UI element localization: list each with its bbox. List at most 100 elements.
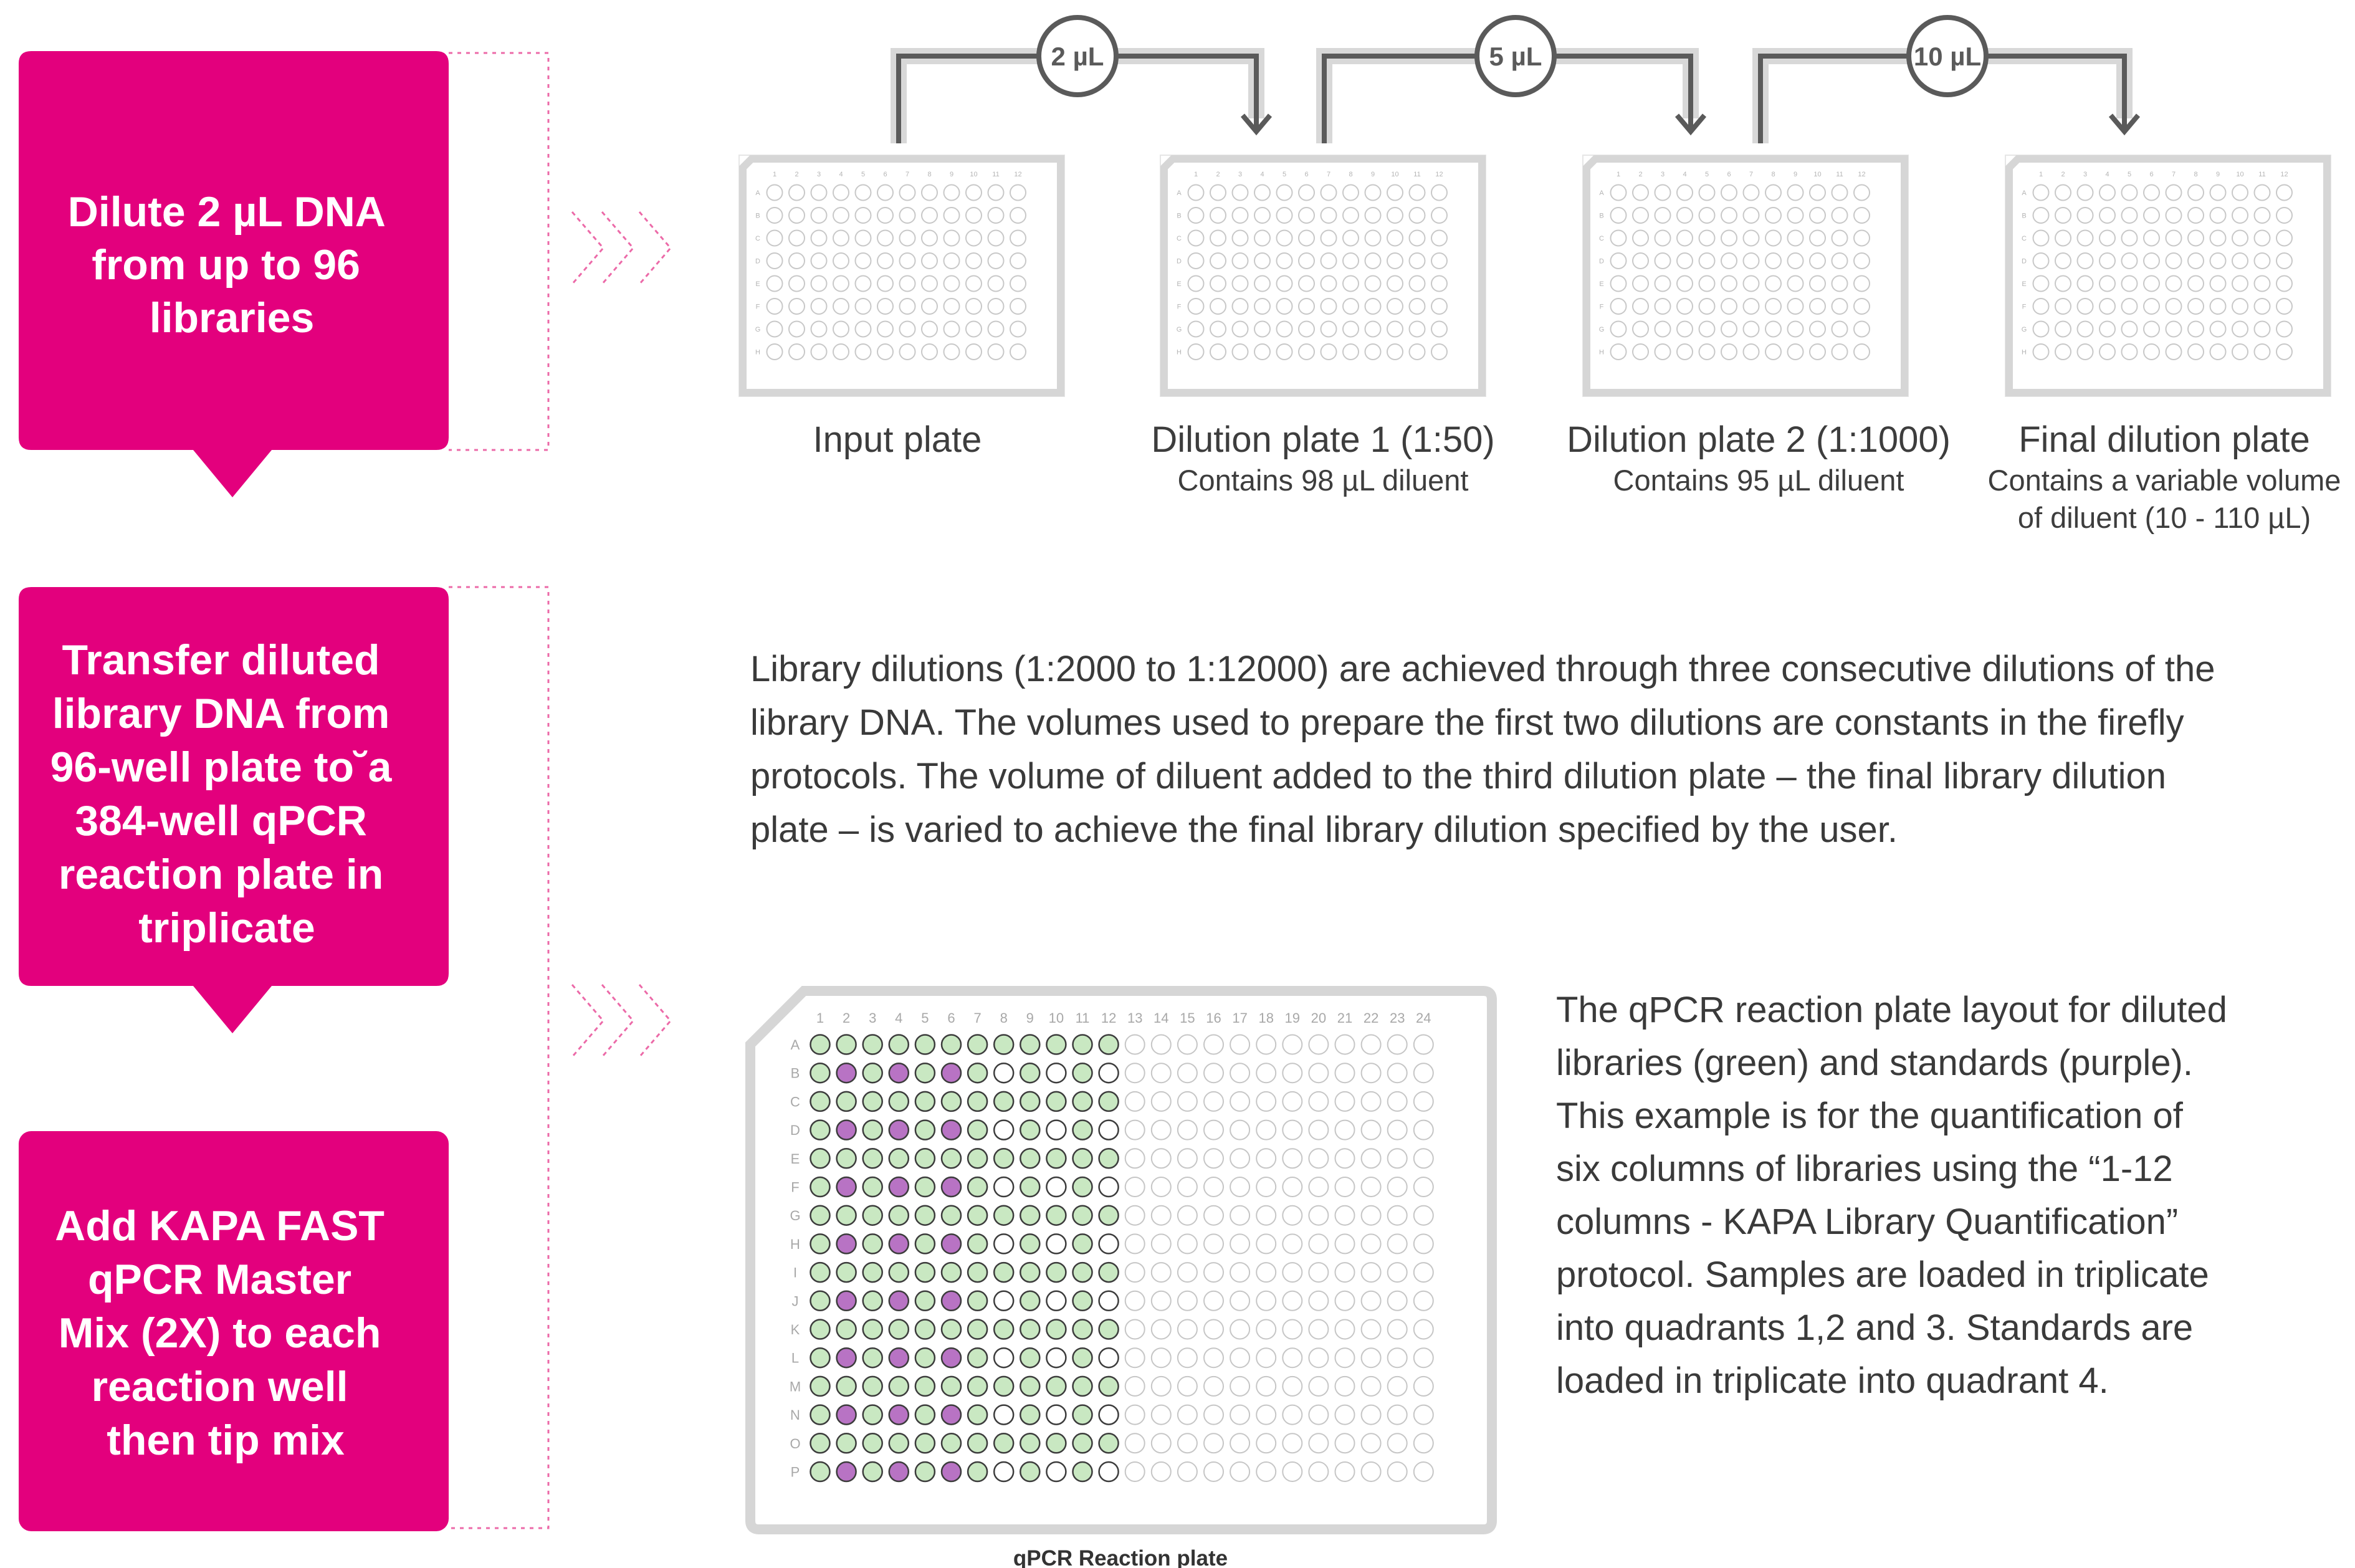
qpcr-well-empty <box>1282 1347 1303 1369</box>
qpcr-row-label: G <box>790 1208 800 1223</box>
plate-well <box>1342 343 1359 360</box>
qpcr-well-library <box>836 1319 857 1340</box>
plate-well <box>1765 320 1782 338</box>
qpcr-well-library <box>940 1261 962 1283</box>
plate-column-label: 3 <box>1661 171 1665 178</box>
qpcr-well-empty <box>1282 1319 1303 1340</box>
plate-well <box>965 320 982 338</box>
plate-well <box>1387 252 1403 269</box>
qpcr-well-empty <box>1308 1375 1329 1397</box>
qpcr-column-label: 14 <box>1154 1010 1168 1026</box>
plate-well <box>2055 343 2071 360</box>
qpcr-well-library <box>1072 1148 1093 1169</box>
plate-column-label: 10 <box>2236 171 2243 178</box>
plate-row-label: C <box>1177 235 1182 242</box>
qpcr-well-library <box>993 1148 1015 1169</box>
qpcr-well-standard <box>888 1461 910 1483</box>
plate-well <box>1676 343 1693 360</box>
plate-well <box>1387 320 1403 338</box>
qpcr-well-standard <box>836 1290 857 1312</box>
plate-well <box>1210 298 1226 315</box>
plate-column-label: 2 <box>795 171 798 178</box>
plate-column-label: 11 <box>1413 171 1420 178</box>
plate-well <box>2076 343 2094 360</box>
qpcr-well-library <box>1098 1375 1119 1397</box>
transfer-arrow-3: 10 µL <box>1752 15 2141 143</box>
plate-well <box>788 252 805 269</box>
qpcr-well-empty <box>1387 1262 1408 1283</box>
qpcr-well-library <box>967 1034 988 1055</box>
plate-well <box>987 320 1005 338</box>
plate-sub-dilution-2: Contains 95 µL diluent <box>1613 464 1904 497</box>
qpcr-well-empty <box>1256 1433 1277 1454</box>
plate-column-label: 3 <box>817 171 821 178</box>
qpcr-well-empty <box>1387 1063 1408 1084</box>
qpcr-well-library <box>967 1433 988 1454</box>
qpcr-well-library <box>940 1148 962 1169</box>
qpcr-well-empty <box>1256 1347 1277 1369</box>
plate-well <box>1721 275 1737 292</box>
plate-column-label: 10 <box>970 171 977 178</box>
plate-row-label: E <box>1177 280 1181 288</box>
plate-well <box>1342 229 1359 247</box>
qpcr-well-empty <box>1413 1063 1434 1084</box>
plate-well <box>2253 252 2271 269</box>
qpcr-well-empty <box>1177 1319 1198 1340</box>
plate-well <box>854 343 872 360</box>
plate-well <box>1364 184 1382 201</box>
qpcr-row-label: L <box>791 1350 799 1366</box>
plate-well <box>1721 298 1737 315</box>
qpcr-well-library <box>810 1261 831 1283</box>
plate-well <box>1431 320 1448 338</box>
plate-well <box>943 229 960 247</box>
plate-well <box>1765 252 1782 269</box>
plate-well <box>2099 320 2116 338</box>
plate-well <box>1210 343 1226 360</box>
plate-well <box>1254 229 1271 247</box>
qpcr-row-label: O <box>790 1436 800 1451</box>
plate-row-label: A <box>1177 189 1182 197</box>
qpcr-well-empty <box>1256 1375 1277 1397</box>
plate-well <box>1809 252 1826 269</box>
plate-well <box>2232 252 2248 269</box>
plate-row-label: G <box>2022 326 2027 333</box>
plate-well <box>1632 184 1649 201</box>
qpcr-well-empty <box>1230 1433 1251 1454</box>
plate-row-label: D <box>1599 258 1604 265</box>
qpcr-well-library <box>914 1290 936 1312</box>
plate-well <box>854 298 872 315</box>
plate-well <box>1298 207 1315 224</box>
chevron-arrow-icon <box>571 984 672 1058</box>
plate-column-label: 12 <box>1858 171 1865 178</box>
plate-well <box>987 343 1005 360</box>
qpcr-well-empty <box>1046 1119 1067 1140</box>
plate-well <box>1342 320 1359 338</box>
plate-well <box>1210 275 1226 292</box>
qpcr-well-empty <box>1098 1461 1119 1483</box>
plate-well <box>1276 229 1293 247</box>
plate-sub-final-2: of diluent (10 - 110 µL) <box>2018 501 2311 534</box>
qpcr-row-label: I <box>793 1265 797 1281</box>
plate-well <box>1721 229 1737 247</box>
qpcr-well-library <box>862 1319 883 1340</box>
plate-well <box>2143 343 2160 360</box>
qpcr-well-library <box>967 1091 988 1112</box>
plate-row-label: E <box>2022 280 2026 288</box>
plate-well <box>877 207 894 224</box>
plate-well <box>1431 343 1448 360</box>
qpcr-well-empty <box>1046 1461 1067 1483</box>
qpcr-well-library <box>810 1034 831 1055</box>
plate-well <box>1765 207 1782 224</box>
qpcr-well-library <box>914 1148 936 1169</box>
plate-well <box>1231 298 1249 315</box>
plate-well <box>2165 207 2182 224</box>
plate-well <box>1809 229 1826 247</box>
qpcr-well-empty <box>1203 1148 1224 1169</box>
qpcr-well-empty <box>1413 1034 1434 1055</box>
plate-well <box>921 207 938 224</box>
qpcr-well-empty <box>1177 1290 1198 1311</box>
plate-column-label: 1 <box>1194 171 1198 178</box>
qpcr-well-standard <box>888 1233 910 1255</box>
qpcr-well-empty <box>1203 1233 1224 1255</box>
plate-well <box>2209 298 2227 315</box>
